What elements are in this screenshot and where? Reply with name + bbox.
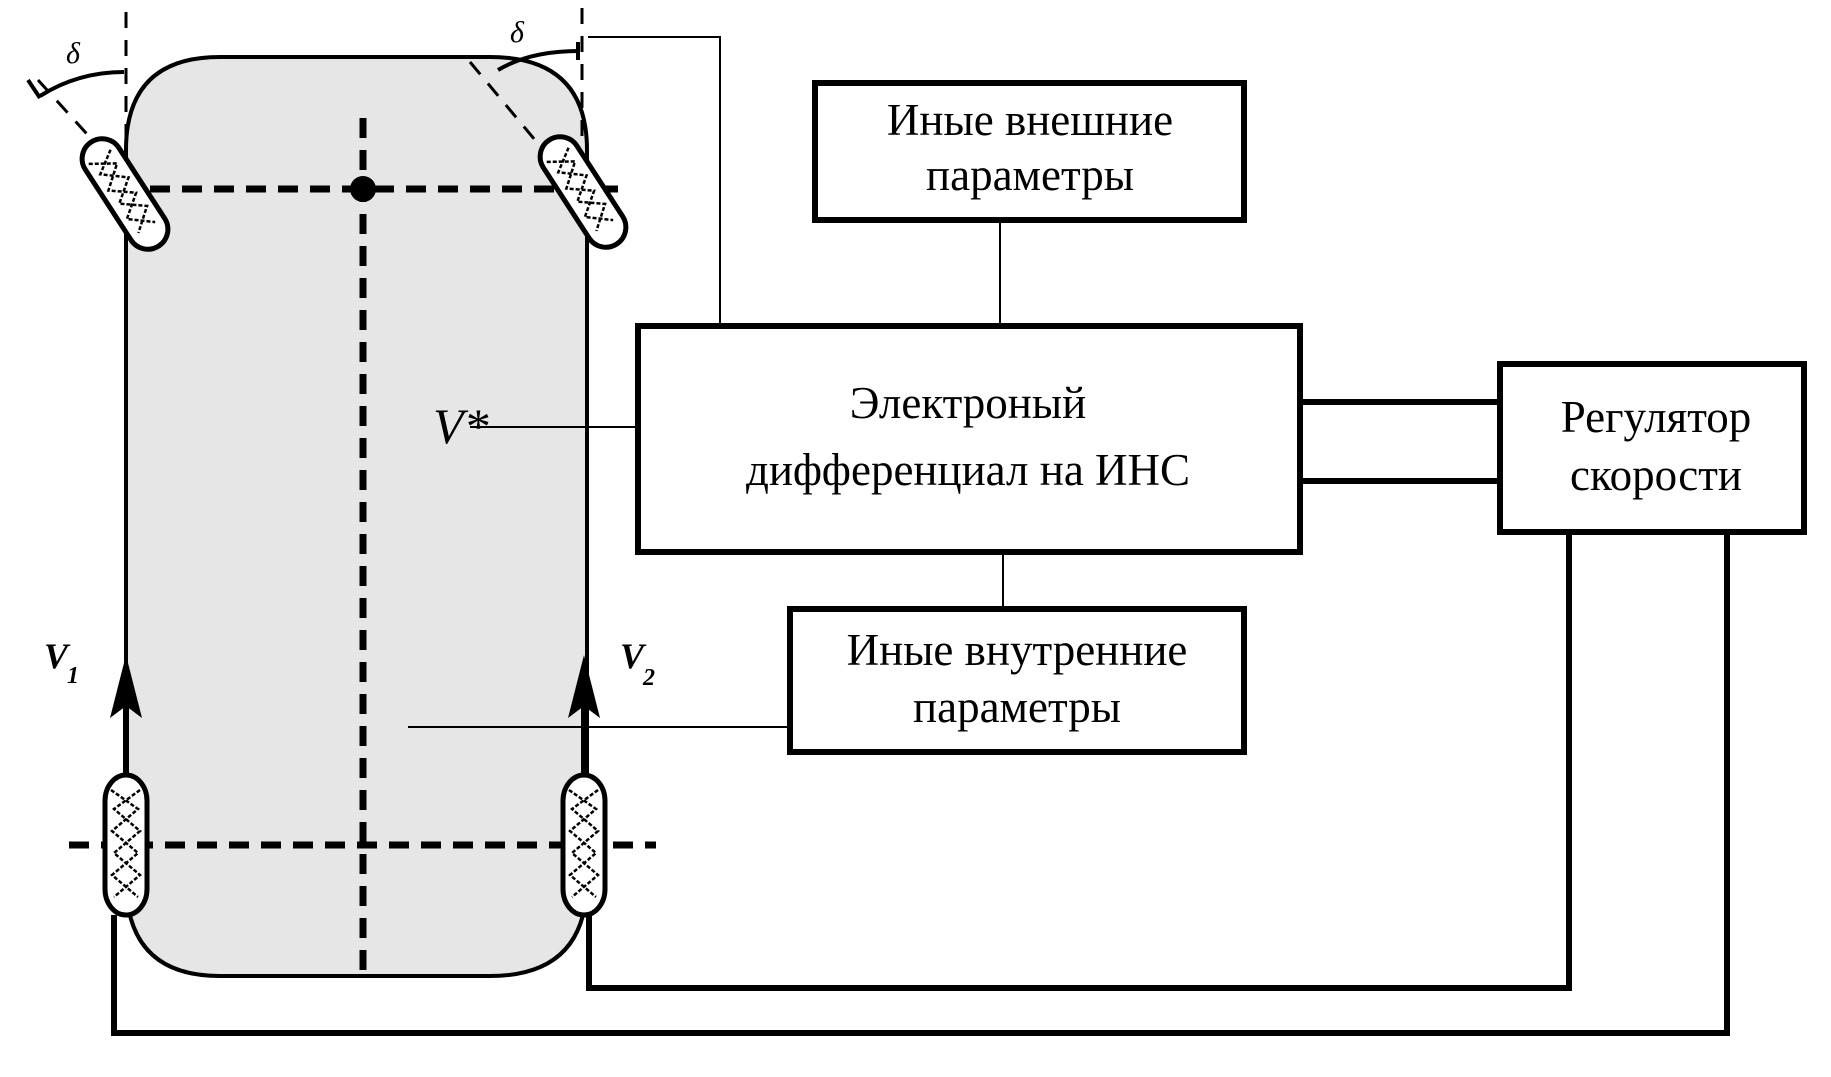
v1-label-main: V [44,636,71,676]
right-steer-angle-label: δ [510,16,525,49]
block-electronic-differential: Электроный дифференциал на ИНС [635,323,1303,555]
block-internal-params: Иные внутренние параметры [787,606,1247,755]
front-left-wheel [79,136,171,252]
v1-label-sub: 1 [67,663,79,689]
v2-label: V 2 [620,636,655,691]
rear-left-wheel [102,772,150,918]
internal-params-line1: Иные внутренние [847,625,1188,675]
front-right-wheel [537,134,629,250]
v2-label-main: V [620,636,647,676]
connections [111,36,1730,1036]
internal-params-line2: параметры [913,682,1121,732]
speed-regulator-line2: скорости [1570,450,1742,500]
external-params-line1: Иные внешние [887,95,1173,145]
right-steer-angle-arc [496,49,580,72]
block-external-params: Иные внешние параметры [812,80,1247,223]
v2-arrowhead-icon [568,655,600,718]
v1-arrowhead-icon [110,655,142,718]
v1-label: V 1 [44,636,79,689]
electronic-differential-line2: дифференциал на ИНС [746,445,1190,495]
left-arc-tick [26,78,42,100]
center-of-mass-dot [350,176,376,202]
regulator-to-right-wheel-link [586,532,1572,991]
speed-reference-label: V* [433,398,489,454]
steer-angle-link [588,36,721,326]
block-speed-regulator: Регулятор скорости [1497,361,1807,535]
external-params-line2: параметры [926,150,1134,200]
vehicle [26,8,656,980]
left-steer-angle-label: δ [66,37,81,70]
regulator-to-left-wheel-link [111,532,1730,1036]
electronic-differential-line1: Электроный [850,378,1086,428]
speed-regulator-line1: Регулятор [1561,392,1752,442]
v2-label-sub: 2 [642,665,655,691]
rear-right-wheel [560,772,608,918]
left-steer-angle-arc [38,70,125,98]
